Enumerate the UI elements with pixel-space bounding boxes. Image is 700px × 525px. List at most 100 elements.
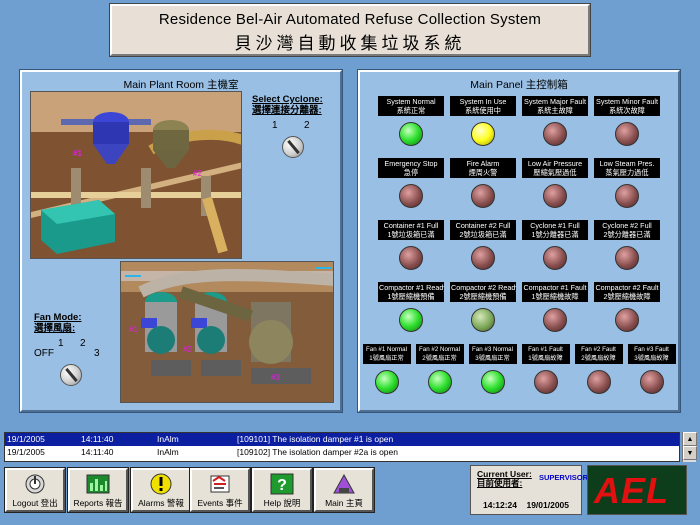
title-chinese: 貝沙灣自動收集垃圾系統 (234, 34, 466, 53)
nav-button-power[interactable]: Logout 登出 (5, 468, 65, 512)
nav-button-alarm[interactable]: Alarms 警報 (131, 468, 191, 512)
lamp-label: Low Steam Pres.蒸氣壓力過低 (594, 158, 660, 178)
event-message: [109101] The isolation damper #1 is open (237, 434, 394, 444)
indicator-light-icon (543, 308, 567, 332)
cyclone-selector: Select Cyclone: 選擇連接分離器: 1 2 (252, 94, 340, 158)
indicator-light-icon (471, 184, 495, 208)
cyclone-pos-2: 2 (304, 120, 310, 131)
current-user-label: Current User: 目前使用者: (477, 469, 532, 488)
fan-mode-positions: 1 2 OFF 3 (34, 338, 119, 364)
event-type: InAlm (157, 447, 179, 457)
indicator-light-icon (399, 184, 423, 208)
indicator-light-icon (543, 122, 567, 146)
fan-mode-selector: Fan Mode: 選擇風扇: 1 2 OFF 3 (34, 312, 119, 386)
fan-pos-off: OFF (34, 348, 54, 359)
company-logo: AEL (587, 465, 687, 515)
cyclone-scene: #1 #2 (30, 91, 242, 259)
nav-button-home[interactable]: Main 主頁 (314, 468, 374, 512)
indicator-light-icon (543, 246, 567, 270)
scroll-down-icon[interactable]: ▼ (683, 446, 697, 460)
scene-tag-1: #1 (73, 149, 82, 158)
indicator-light-icon (615, 184, 639, 208)
nav-button-label: Help 說明 (263, 498, 301, 508)
indicator-light-icon (615, 308, 639, 332)
fan-tag-1: #1 (129, 325, 138, 334)
indicator-light-icon (471, 122, 495, 146)
cyclone-scene-graphic: #1 #2 (31, 92, 241, 258)
current-datetime: 14:12:24 19/01/2005 (471, 500, 581, 510)
plant-room-title: Main Plant Room 主機室 (123, 79, 239, 91)
nav-button-label: Alarms 警報 (138, 498, 184, 508)
alarm-icon (149, 473, 173, 495)
event-log-scrollbar[interactable]: ▲ ▼ (682, 432, 697, 462)
event-date: 19/1/2005 (7, 434, 45, 444)
help-icon: ? (270, 473, 294, 495)
indicator-light-icon (615, 246, 639, 270)
nav-button-events[interactable]: Events 事件 (190, 468, 250, 512)
event-message: [109102] The isolation damper #2a is ope… (237, 447, 398, 457)
current-time: 14:12:24 (482, 500, 518, 510)
fan-mode-label-zh: 選擇風扇: (34, 323, 76, 334)
status-lamp: Low Steam Pres.蒸氣壓力過低 (594, 158, 660, 208)
svg-text:?: ? (277, 477, 287, 494)
event-type: InAlm (157, 434, 179, 444)
nav-button-label: Events 事件 (197, 498, 243, 508)
chart-icon (86, 473, 110, 495)
logo-text: AEL (594, 470, 669, 511)
events-icon (208, 473, 232, 495)
event-time: 14:11:40 (81, 447, 114, 457)
cyclone-selector-knob[interactable] (282, 136, 304, 158)
event-log[interactable]: 19/1/2005 14:11:40 InAlm [109101] The isola… (4, 432, 680, 462)
fan-mode-knob[interactable] (60, 364, 82, 386)
indicator-light-icon (480, 370, 505, 394)
nav-button-help[interactable]: ? Help 說明 (252, 468, 312, 512)
indicator-light-icon (543, 184, 567, 208)
current-user-name: SUPERVISOR (539, 473, 589, 482)
cyclone-select-label-zh: 選擇連接分離器: (252, 105, 322, 116)
indicator-light-icon (374, 370, 399, 394)
indicator-light-icon (586, 370, 611, 394)
scroll-up-icon[interactable]: ▲ (683, 432, 697, 446)
nav-button-label: Reports 報告 (73, 498, 123, 508)
user-status-box: Current User: 目前使用者: SUPERVISOR 14:12:24… (470, 465, 588, 515)
fan-pos-2: 2 (80, 338, 86, 349)
power-icon (23, 473, 47, 495)
nav-button-chart[interactable]: Reports 報告 (68, 468, 128, 512)
title-english: Residence Bel-Air Automated Refuse Colle… (158, 11, 542, 28)
